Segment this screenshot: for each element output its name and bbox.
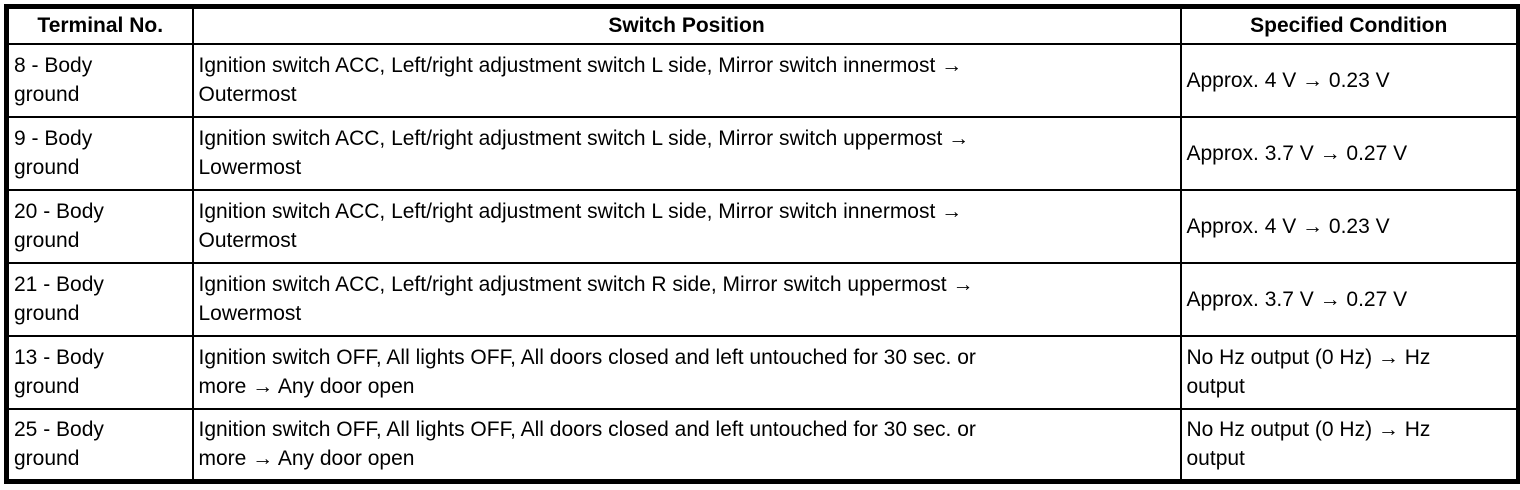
terminal-cell: 20 - Body ground: [5, 188, 194, 264]
specified-condition-cell: No Hz output (0 Hz) → Hz output: [1179, 334, 1520, 410]
switch-position-cell: Ignition switch OFF, All lights OFF, All…: [191, 407, 1182, 483]
switch-position-cell: Ignition switch ACC, Left/right adjustme…: [191, 261, 1182, 337]
terminal-cell: 8 - Body ground: [5, 42, 194, 118]
specified-condition-cell: Approx. 3.7 V → 0.27 V: [1179, 115, 1520, 191]
table-row: 20 - Body ground Ignition switch ACC, Le…: [5, 188, 1520, 264]
switch-position-cell: Ignition switch OFF, All lights OFF, All…: [191, 334, 1182, 410]
terminal-cell: 9 - Body ground: [5, 115, 194, 191]
col-header-switch-position: Switch Position: [191, 5, 1182, 45]
col-header-terminal-no: Terminal No.: [5, 5, 194, 45]
specified-condition-cell: No Hz output (0 Hz) → Hz output: [1179, 407, 1520, 483]
table-row: 9 - Body ground Ignition switch ACC, Lef…: [5, 115, 1520, 191]
table-row: 8 - Body ground Ignition switch ACC, Lef…: [5, 42, 1520, 118]
specified-condition-cell: Approx. 4 V → 0.23 V: [1179, 42, 1520, 118]
terminal-cell: 25 - Body ground: [5, 407, 194, 483]
terminal-spec-table: Terminal No. Switch Position Specified C…: [4, 4, 1520, 484]
table-body: 8 - Body ground Ignition switch ACC, Lef…: [5, 42, 1520, 483]
specified-condition-cell: Approx. 3.7 V → 0.27 V: [1179, 261, 1520, 337]
header-row: Terminal No. Switch Position Specified C…: [5, 5, 1520, 45]
table-row: 25 - Body ground Ignition switch OFF, Al…: [5, 407, 1520, 483]
col-header-specified-condition: Specified Condition: [1179, 5, 1520, 45]
table-row: 21 - Body ground Ignition switch ACC, Le…: [5, 261, 1520, 337]
terminal-cell: 21 - Body ground: [5, 261, 194, 337]
terminal-cell: 13 - Body ground: [5, 334, 194, 410]
specified-condition-cell: Approx. 4 V → 0.23 V: [1179, 188, 1520, 264]
table-row: 13 - Body ground Ignition switch OFF, Al…: [5, 334, 1520, 410]
switch-position-cell: Ignition switch ACC, Left/right adjustme…: [191, 115, 1182, 191]
switch-position-cell: Ignition switch ACC, Left/right adjustme…: [191, 188, 1182, 264]
switch-position-cell: Ignition switch ACC, Left/right adjustme…: [191, 42, 1182, 118]
